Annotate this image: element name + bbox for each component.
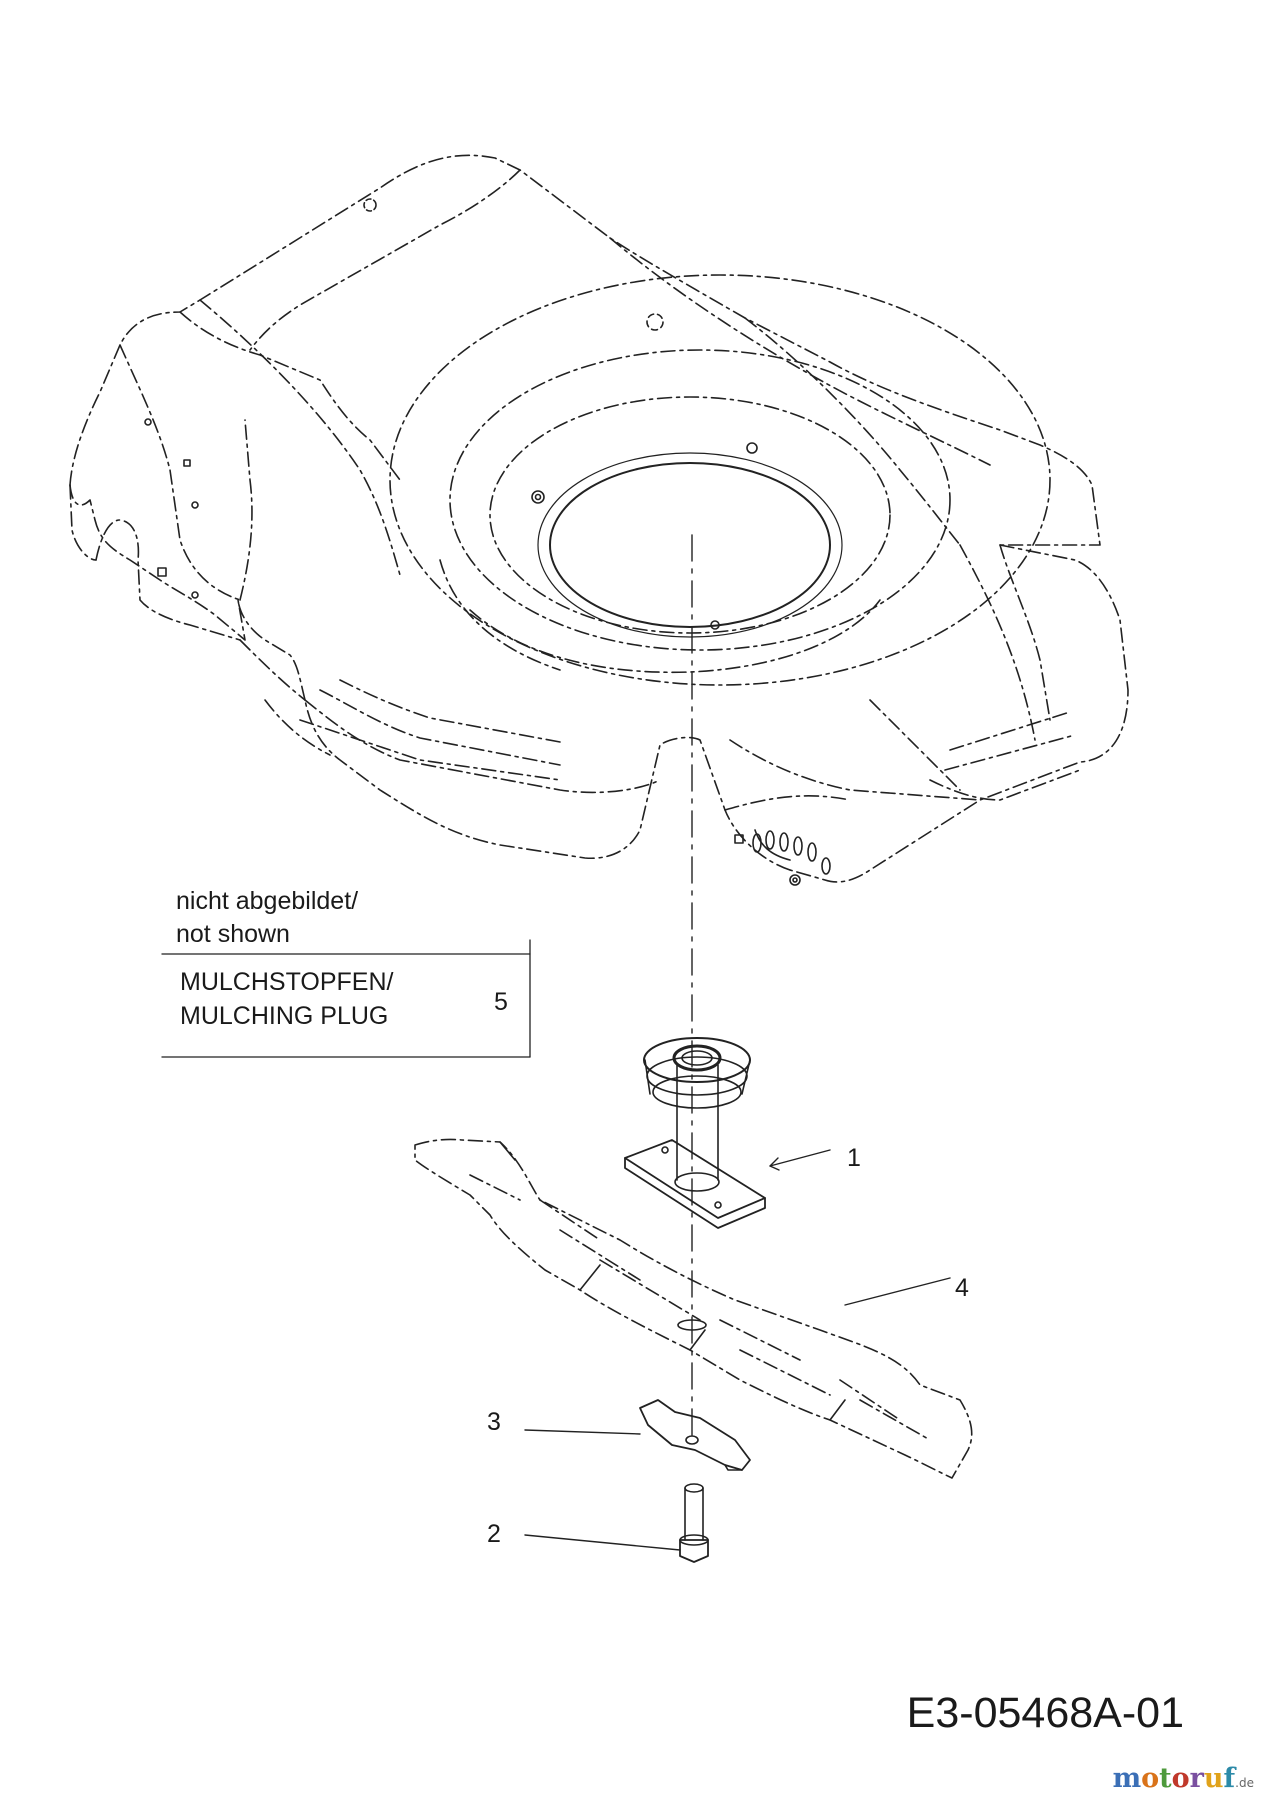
part-1-blade-adapter bbox=[624, 1037, 766, 1229]
callout-4: 4 bbox=[955, 1274, 969, 1302]
note-line-2: not shown bbox=[176, 920, 290, 948]
part-4-blade-solid-edges bbox=[499, 1141, 846, 1421]
part-3-blade-support bbox=[639, 1399, 751, 1471]
watermark-letter: o bbox=[1171, 1763, 1190, 1794]
part-2-blade-bolt bbox=[679, 1483, 709, 1563]
not-shown-note-frame bbox=[161, 939, 531, 1058]
watermark-letter: u bbox=[1203, 1763, 1224, 1794]
deck-center-opening bbox=[144, 198, 843, 886]
watermark-wordmark: motoruf bbox=[1113, 1763, 1236, 1794]
note-item-line-2: MULCHING PLUG bbox=[180, 1002, 388, 1030]
watermark-letter: t bbox=[1159, 1763, 1172, 1794]
motoruf-watermark: motoruf.de bbox=[1113, 1763, 1254, 1794]
note-item-line-1: MULCHSTOPFEN/ bbox=[180, 968, 394, 996]
callout-1: 1 bbox=[847, 1144, 861, 1172]
watermark-letter: f bbox=[1223, 1763, 1236, 1794]
mower-deck-housing bbox=[69, 154, 1129, 883]
callout-2: 2 bbox=[487, 1520, 501, 1548]
watermark-letter: r bbox=[1189, 1763, 1204, 1794]
callout-3: 3 bbox=[487, 1408, 501, 1436]
part-4-mulching-blade bbox=[414, 1138, 973, 1479]
watermark-letter: o bbox=[1141, 1763, 1160, 1794]
note-line-1: nicht abgebildet/ bbox=[176, 887, 358, 915]
watermark-letter: m bbox=[1112, 1763, 1142, 1794]
watermark-suffix: .de bbox=[1235, 1776, 1254, 1790]
leader-lines bbox=[524, 1149, 951, 1551]
drawing-number: E3-05468A-01 bbox=[907, 1689, 1184, 1737]
callout-5: 5 bbox=[494, 988, 508, 1016]
